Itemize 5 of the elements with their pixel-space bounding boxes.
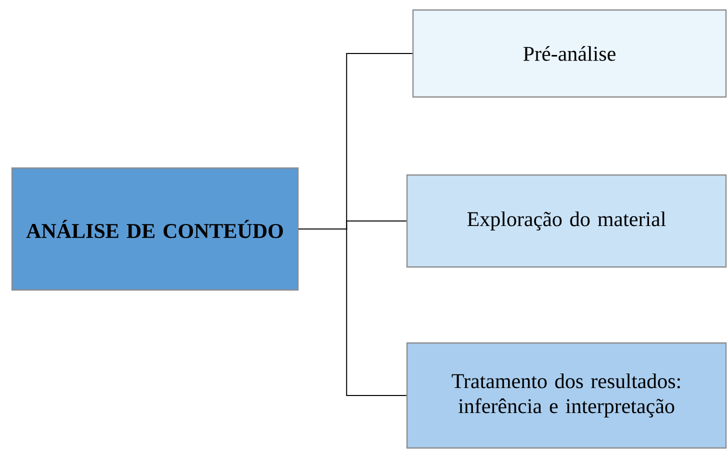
step-box: Tratamento dos resultados: inferência e interpretação xyxy=(406,342,727,449)
step-box: Pré-análise xyxy=(412,9,727,98)
step-box: Exploração do material xyxy=(406,174,727,268)
connector xyxy=(298,228,407,396)
title-box: ANÁLISE DE CONTEÚDO xyxy=(11,167,299,291)
